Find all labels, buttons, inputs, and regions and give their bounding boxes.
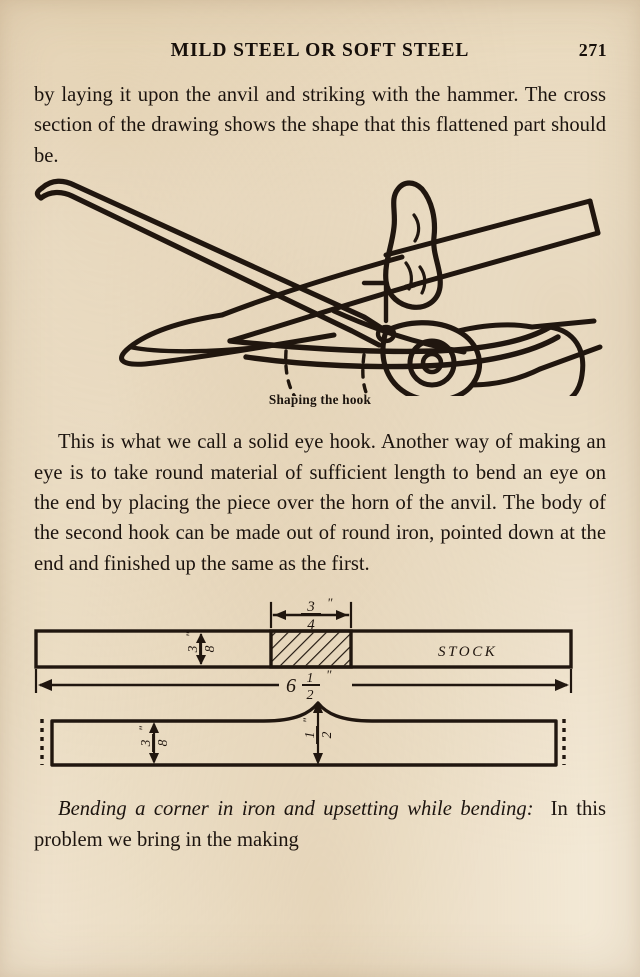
arrow-left-3-4: [274, 610, 286, 621]
upset-bar-thickness-denominator: 8: [155, 740, 170, 747]
running-head: MILD STEEL OR SOFT STEEL 271: [34, 40, 607, 74]
stock-thickness-numerator: 3: [185, 646, 200, 654]
upset-width-numerator: 3: [306, 599, 315, 615]
page-number: 271: [578, 40, 607, 60]
upset-height-inch-mark: ": [300, 717, 314, 723]
paragraph-solid-eye-hook-text: This is what we call a solid eye hook. A…: [34, 431, 606, 575]
figure-caption: Shaping the hook: [268, 392, 372, 408]
upset-height-denominator: 2: [319, 732, 334, 739]
overall-inch-mark: ": [326, 667, 332, 682]
label-overall-length: 6 1 2 ": [286, 667, 332, 703]
running-head-title: MILD STEEL OR SOFT STEEL: [170, 40, 470, 61]
paragraph-bending-lead: Bending a corner in iron and upsetting w…: [58, 798, 534, 821]
overall-numerator: 1: [307, 671, 314, 686]
overall-whole: 6: [286, 675, 296, 697]
upset-height-numerator: 1: [302, 732, 317, 739]
upset-bar-thickness-inch-mark: ": [136, 725, 150, 731]
arrow-right-overall: [555, 679, 569, 692]
shaping-the-hook-illustration: [34, 178, 603, 397]
upset-bar-thickness-numerator: 3: [138, 740, 153, 748]
stock-label: STOCK: [438, 644, 497, 660]
stock-thickness-denominator: 8: [202, 646, 217, 653]
arrow-left-overall: [38, 679, 52, 692]
upset-width-inch-mark: ": [327, 595, 333, 610]
figure-stock-diagrams: 3 4 " 3 8 " STOCK: [34, 593, 606, 778]
paragraph-continuation: by laying it upon the anvil and striking…: [34, 84, 606, 167]
stock-and-upset-diagram: 3 4 " 3 8 " STOCK: [34, 595, 573, 767]
paragraph-solid-eye-hook: This is what we call a solid eye hook. A…: [34, 427, 606, 579]
paragraph-bending-a-corner: Bending a corner in iron and upsetting w…: [34, 794, 606, 855]
arrow-right-3-4: [336, 610, 348, 621]
overall-denominator: 2: [307, 688, 314, 703]
figure-shaping-the-hook: Shaping the hook: [34, 171, 606, 408]
upset-hatched-region: [271, 632, 351, 666]
